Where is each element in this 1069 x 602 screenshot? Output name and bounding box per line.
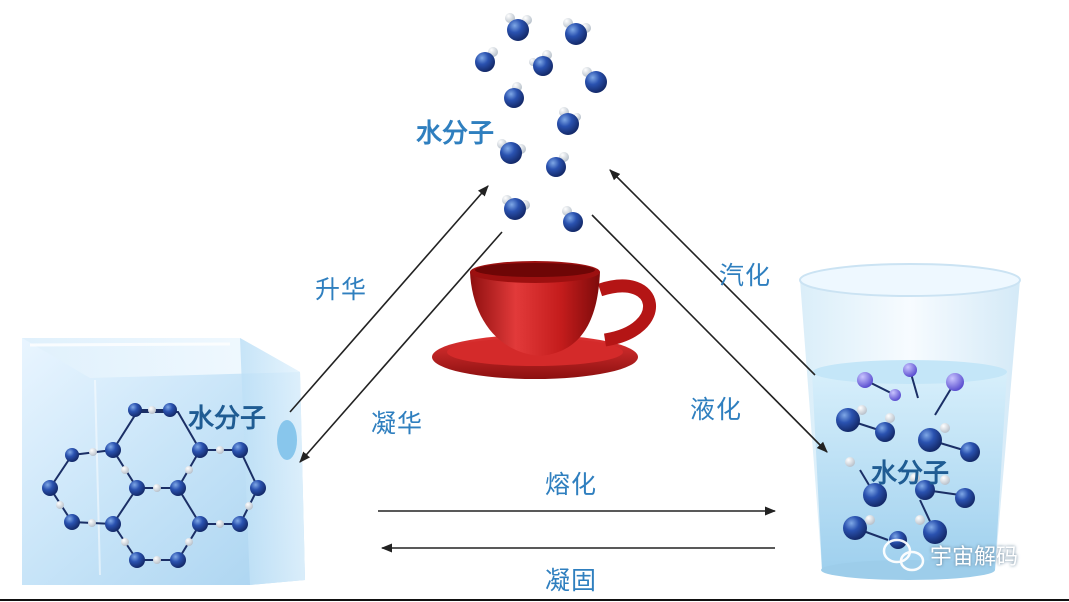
gas-molecules-label: 水分子 (416, 113, 494, 150)
vaporization-arrow (610, 170, 815, 375)
ice-cube (22, 338, 305, 585)
water-glass (800, 264, 1020, 580)
solidification-label: 凝固 (545, 561, 597, 597)
water-molecules-label: 水分子 (871, 453, 949, 490)
ice-molecules-label: 水分子 (188, 398, 266, 435)
sublimation-label: 升华 (315, 270, 367, 306)
vaporization-label: 汽化 (719, 256, 771, 292)
gas-molecules (475, 13, 607, 232)
melting-label: 熔化 (545, 465, 597, 501)
red-cup (432, 261, 650, 379)
liquefaction-label: 液化 (690, 390, 742, 426)
deposition-label: 凝华 (371, 404, 423, 440)
watermark-text: 宇宙解码 (930, 539, 1018, 571)
